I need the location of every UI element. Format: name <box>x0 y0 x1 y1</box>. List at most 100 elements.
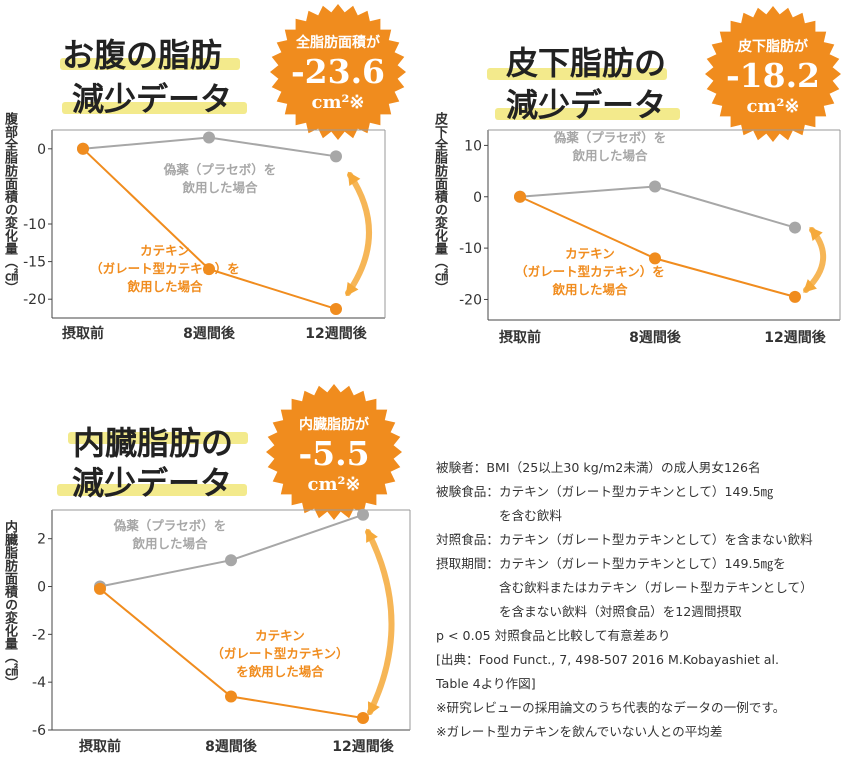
placebo-data-point <box>203 131 215 144</box>
x-category-label: 12週間後 <box>305 325 367 342</box>
arrow-head-bottom <box>367 701 380 716</box>
panel-title-line1: 内臓脂肪の <box>73 424 234 462</box>
note-line: [出典：Food Funct., 7, 498-507 2016 M.Kobay… <box>436 652 780 667</box>
placebo-series-line <box>519 185 796 229</box>
arrow-head-top <box>366 528 378 543</box>
catechin-data-point <box>514 190 526 203</box>
catechin-data-point <box>357 712 369 725</box>
x-category-label: 摂取前 <box>499 329 541 346</box>
catechin-series-label: カテキン <box>140 243 190 258</box>
panel-title-line1: お腹の脂肪 <box>62 36 223 74</box>
catechin-data-point <box>789 290 801 303</box>
badge-burst-shape <box>266 384 402 520</box>
title-highlight <box>60 58 240 70</box>
abdominal-fat-line-chart: 0 -10 -15 -20 摂取前 8週間後 12週間後 偽薬（プラセボ）を飲用した場合カテキ… <box>23 129 386 342</box>
note-line: 被験食品：カテキン（ガレート型カテキンとして）149.5㎎ <box>436 484 774 499</box>
title-highlight <box>487 68 667 80</box>
badge-unit: cm²※ <box>307 474 361 495</box>
y-tick-label: -15 <box>23 255 46 271</box>
note-line: 含む飲料またはカテキン（ガレート型カテキンとして） <box>436 580 813 595</box>
title-highlight <box>57 484 247 496</box>
badge-caption: 皮下脂肪が <box>738 39 808 55</box>
x-category-label: 摂取前 <box>79 738 121 755</box>
placebo-data-point <box>357 508 369 521</box>
catechin-data-point <box>77 142 89 155</box>
badge-value: -23.6 <box>290 52 386 91</box>
badge-value: -18.2 <box>725 56 821 95</box>
y-tick-label: 0 <box>473 190 482 206</box>
catechin-series-label: 飲用した場合 <box>551 282 628 297</box>
y-axis-label: 皮下全脂肪面積の変化量（㎠） <box>432 112 447 294</box>
catechin-data-point <box>225 690 237 703</box>
arrow-head-top <box>809 226 823 241</box>
x-category-label: 12週間後 <box>764 329 826 346</box>
y-tick-label: -6 <box>32 723 46 739</box>
placebo-series-label: 飲用した場合 <box>181 180 258 195</box>
x-category-label: 8週間後 <box>183 325 236 342</box>
x-category-label: 8週間後 <box>205 738 258 755</box>
subcutaneous-fat-panel: 皮下脂肪の 減少データ 皮下全脂肪面積の変化量（㎠） 皮下脂肪が -18.2 c… <box>0 0 849 360</box>
placebo-series-label: 飲用した場合 <box>131 536 208 551</box>
badge-caption: 内臓脂肪が <box>299 417 369 433</box>
placebo-series-label: 偽薬（プラセボ）を <box>113 518 227 533</box>
panel-title-line2: 減少データ <box>506 86 667 124</box>
panel-title-line2: 減少データ <box>72 80 233 118</box>
y-tick-label: 2 <box>37 532 46 548</box>
arrow-head-bottom <box>345 282 359 297</box>
panel-title-line1: 皮下脂肪の <box>506 44 667 82</box>
catechin-series-label: （ガレート型カテキン）を <box>515 264 665 279</box>
y-axis-label: 内臓脂肪面積の変化量（㎠） <box>2 520 17 689</box>
catechin-series-label: を飲用した場合 <box>236 664 324 679</box>
x-category-label: 摂取前 <box>62 325 104 342</box>
note-line: ※ガレート型カテキンを飲んでいない人との平均差 <box>436 724 723 739</box>
y-tick-label: -20 <box>459 292 482 308</box>
note-line: を含む飲料 <box>436 508 562 523</box>
y-tick-label: -2 <box>32 627 46 643</box>
note-line: 対照食品：カテキン（ガレート型カテキンとして）を含まない飲料 <box>436 532 813 547</box>
catechin-series-label: （ガレート型カテキン） <box>211 646 348 661</box>
placebo-series-label: 飲用した場合 <box>571 148 648 163</box>
x-category-label: 8週間後 <box>629 329 682 346</box>
difference-arrow <box>345 172 372 296</box>
result-badge: 内臓脂肪が -5.5 cm²※ <box>264 382 404 522</box>
abdominal-fat-panel: お腹の脂肪 減少データ 腹部全脂肪面積の変化量（㎠） 全脂肪面積が -23.6 … <box>0 0 420 360</box>
y-tick-label: -4 <box>32 675 46 691</box>
badge-value: -5.5 <box>298 434 370 473</box>
badge-unit: cm²※ <box>746 96 800 117</box>
note-line: 被験者：BMI（25以上30 kg/m2未満）の成人男女126名 <box>436 460 761 475</box>
placebo-series-label: 偽薬（プラセボ）を <box>163 162 277 177</box>
catechin-data-point <box>94 582 106 595</box>
y-tick-label: -10 <box>459 241 482 257</box>
title-highlight <box>68 432 248 444</box>
catechin-series-label: カテキン <box>255 628 305 643</box>
x-category-label: 12週間後 <box>332 738 394 755</box>
placebo-data-point <box>330 150 342 163</box>
note-line: p < 0.05 対照食品と比較して有意差あり <box>436 628 671 643</box>
arrow-head-top <box>347 171 361 186</box>
arrow-head-bottom <box>803 279 817 293</box>
study-notes: 被験者：BMI（25以上30 kg/m2未満）の成人男女126名 被験食品：カテ… <box>436 456 848 744</box>
result-badge: 全脂肪面積が -23.6 cm²※ <box>268 2 408 142</box>
title-highlight <box>495 108 680 120</box>
y-tick-label: 0 <box>37 142 46 158</box>
title-highlight <box>62 102 247 114</box>
y-tick-label: -20 <box>23 292 46 308</box>
placebo-data-point <box>649 180 661 193</box>
y-tick-label: -10 <box>23 217 46 233</box>
note-line: ※研究レビューの採用論文のうち代表的なデータの一例です。 <box>436 700 786 715</box>
visceral-fat-panel: 内臓脂肪の 減少データ 内臓脂肪面積の変化量（㎠） 内臓脂肪が -5.5 cm²… <box>0 370 430 758</box>
panel-title-line2: 減少データ <box>72 464 233 502</box>
badge-unit: cm²※ <box>311 92 365 113</box>
catechin-data-point <box>330 302 342 315</box>
placebo-data-point <box>225 554 237 567</box>
catechin-data-point <box>203 263 215 276</box>
note-line: 摂取期間：カテキン（ガレート型カテキンとして）149.5㎎を <box>436 556 786 571</box>
catechin-data-point <box>649 252 661 265</box>
placebo-series-label: 偽薬（プラセボ）を <box>553 130 667 145</box>
catechin-series-label: カテキン <box>565 246 615 261</box>
catechin-series-label: （ガレート型カテキン）を <box>90 261 240 276</box>
y-axis-label: 腹部全脂肪面積の変化量（㎠） <box>2 112 17 294</box>
note-line: を含まない飲料（対照食品）を12週間摂取 <box>436 604 742 619</box>
